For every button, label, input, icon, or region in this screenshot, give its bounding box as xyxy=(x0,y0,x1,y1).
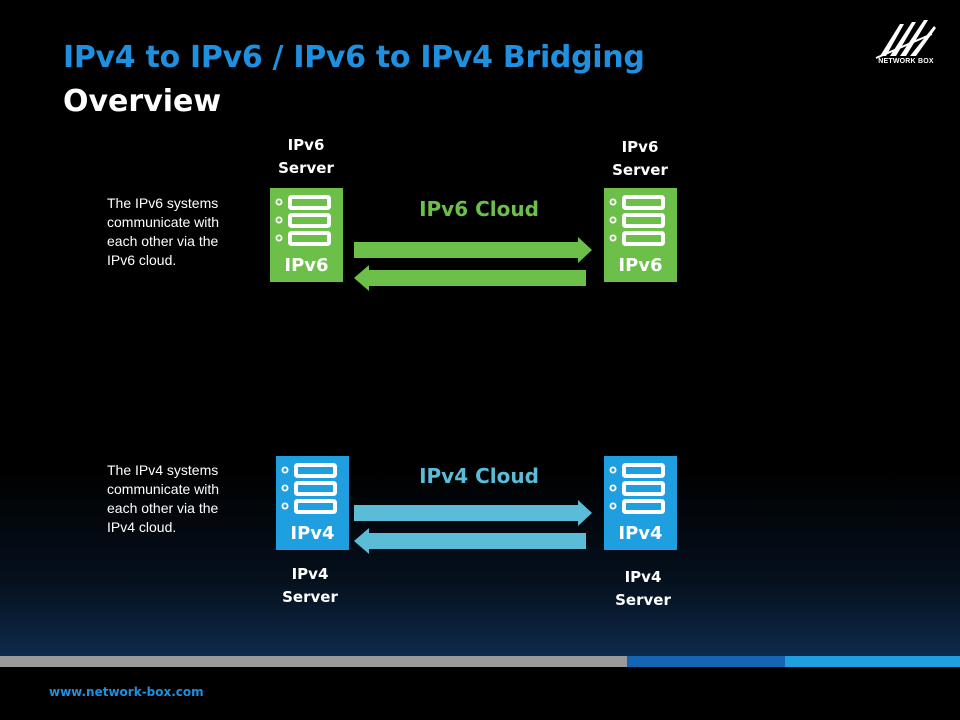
server-box-label: IPv4 xyxy=(618,523,663,544)
ipv4-right-server-label: IPv4 Server xyxy=(603,566,683,612)
ipv6-description: The IPv6 systems communicate with each o… xyxy=(107,194,247,270)
page-title: IPv4 to IPv6 / IPv6 to IPv4 Bridging xyxy=(63,40,645,75)
footer-url: www.network-box.com xyxy=(49,685,204,699)
ipv4-arrows xyxy=(354,500,592,554)
server-label-line: IPv4 xyxy=(624,568,662,586)
server-box-label: IPv6 xyxy=(284,255,329,276)
ipv6-arrows xyxy=(354,237,592,291)
server-rack-icon xyxy=(281,463,337,514)
server-label-line: Server xyxy=(278,159,334,177)
footer-bar-light-blue xyxy=(785,656,960,667)
ipv6-right-server-label: IPv6 Server xyxy=(600,136,680,182)
left-arrow-icon xyxy=(354,265,586,291)
ipv6-description-line: The IPv6 systems xyxy=(107,195,219,211)
ipv6-left-server: IPv6 xyxy=(270,188,343,282)
ipv4-cloud-label: IPv4 Cloud xyxy=(419,464,539,488)
ipv6-description-line: each other via the xyxy=(107,233,219,249)
ipv4-description-line: communicate with xyxy=(107,481,220,497)
server-box-label: IPv4 xyxy=(290,523,335,544)
ipv4-description-line: IPv4 cloud. xyxy=(107,519,177,535)
network-box-logo-icon xyxy=(875,20,936,59)
server-label-line: Server xyxy=(615,591,671,609)
server-label-line: IPv6 xyxy=(287,136,325,154)
footer-bar-dark-blue xyxy=(627,656,785,667)
page-subtitle: Overview xyxy=(63,84,222,119)
left-arrow-icon xyxy=(354,528,586,554)
ipv4-left-server: IPv4 xyxy=(276,456,349,550)
right-arrow-icon xyxy=(354,500,592,526)
server-label-line: IPv4 xyxy=(291,565,329,583)
server-label-line: Server xyxy=(282,588,338,606)
ipv4-description: The IPv4 systems communicate with each o… xyxy=(107,461,247,537)
right-arrow-icon xyxy=(354,237,592,263)
ipv4-description-line: each other via the xyxy=(107,500,219,516)
ipv6-description-line: communicate with xyxy=(107,214,220,230)
server-rack-icon xyxy=(609,195,665,246)
ipv4-description-line: The IPv4 systems xyxy=(107,462,219,478)
server-rack-icon xyxy=(609,463,665,514)
ipv4-right-server: IPv4 xyxy=(604,456,677,550)
server-box-label: IPv6 xyxy=(618,255,663,276)
ipv6-right-server: IPv6 xyxy=(604,188,677,282)
footer-bar-gray xyxy=(0,656,627,667)
ipv4-left-server-label: IPv4 Server xyxy=(270,563,350,609)
logo-text: NETWORK BOX xyxy=(878,58,934,65)
server-label-line: Server xyxy=(612,161,668,179)
ipv6-left-server-label: IPv6 Server xyxy=(266,134,346,180)
server-label-line: IPv6 xyxy=(621,138,659,156)
ipv6-cloud-label: IPv6 Cloud xyxy=(419,197,539,221)
ipv6-description-line: IPv6 cloud. xyxy=(107,252,177,268)
server-rack-icon xyxy=(275,195,331,246)
